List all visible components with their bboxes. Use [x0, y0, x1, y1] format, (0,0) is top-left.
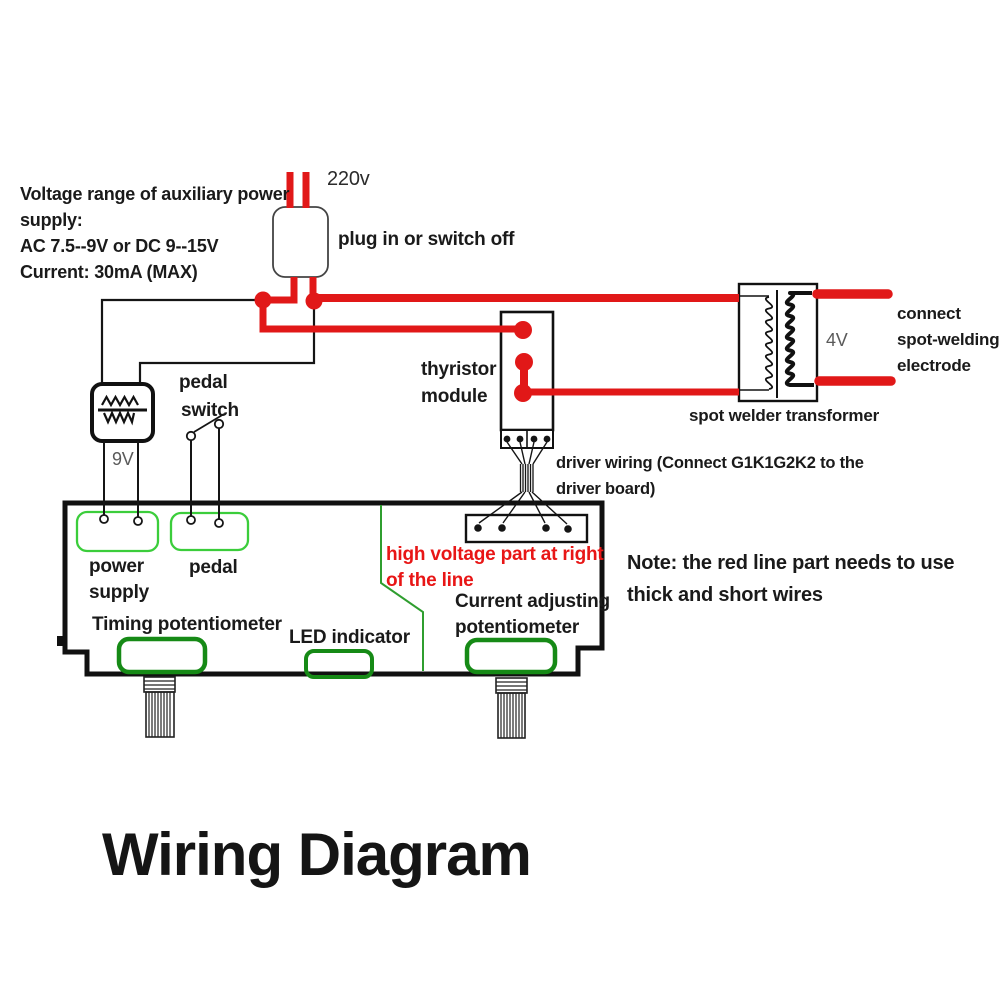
power-connector-label-line2: supply [89, 582, 150, 603]
junction-dot-left [254, 291, 272, 309]
electrode-label-line3: electrode [897, 356, 971, 375]
plug-caption: plug in or switch off [338, 229, 515, 250]
driver-wiring-bundle [478, 441, 568, 525]
thyristor-label-line2: module [421, 386, 488, 407]
aux-note-line4: Current: 30mA (MAX) [20, 262, 198, 282]
pedal-connector-label: pedal [189, 557, 238, 578]
aux-transformer-output-wires [103, 441, 139, 517]
aux-note-line1: Voltage range of auxiliary power [20, 184, 290, 204]
control-board-outline [62, 500, 605, 677]
thyristor-terminal-top [514, 321, 532, 339]
driver-wiring-label-line1: driver wiring (Connect G1K1G2K2 to the [556, 454, 864, 472]
aux-note-line2: supply: [20, 210, 83, 230]
high-voltage-warning-line1: high voltage part at right [386, 544, 604, 565]
secondary-winding [784, 291, 814, 387]
mains-plug-body [272, 206, 329, 278]
note-line2: thick and short wires [627, 584, 823, 606]
red-junction-dots [254, 291, 533, 402]
junction-dot-right [305, 292, 323, 310]
current-pot-label-line2: potentiometer [455, 617, 580, 638]
note-line1: Note: the red line part needs to use [627, 552, 955, 574]
led-indicator-footprint [304, 649, 374, 679]
black-wires [100, 298, 316, 385]
aux-wire-right [138, 308, 316, 385]
high-voltage-divider-line [380, 505, 424, 671]
page-title: Wiring Diagram [102, 821, 532, 888]
led-indicator-label: LED indicator [289, 627, 410, 648]
timing-pot-shaft [143, 676, 176, 738]
plug-top-pins [286, 172, 310, 208]
aux-note-line3: AC 7.5--9V or DC 9--15V [20, 236, 219, 256]
driver-wiring-label-line2: driver board) [556, 480, 656, 498]
welder-transformer-label: spot welder transformer [689, 406, 880, 425]
pedal-switch-symbol [185, 413, 225, 519]
power-supply-connector [75, 510, 160, 553]
plug-bottom-left-pin [263, 277, 298, 304]
current-pot-label-line1: Current adjusting [455, 591, 610, 612]
aux-transformer-voltage-label: 9V [112, 449, 134, 469]
electrode-label-line2: spot-welding [897, 330, 1000, 349]
timing-pot-label: Timing potentiometer [92, 614, 282, 635]
timing-pot-footprint [116, 636, 208, 675]
driver-board-connector [464, 513, 589, 544]
board-left-tab [57, 636, 66, 646]
secondary-voltage-label: 4V [826, 330, 848, 350]
plug-voltage-label: 220v [327, 168, 370, 190]
aux-transformer-symbol [90, 382, 155, 443]
current-pot-shaft [495, 677, 528, 739]
aux-wire-left [100, 298, 263, 385]
thyristor-terminal-mid [515, 353, 533, 371]
mains-to-thyristor-wire [259, 300, 518, 333]
thyristor-label-line1: thyristor [421, 359, 497, 380]
thyristor-terminal-bottom [514, 384, 532, 402]
electrode-label-line1: connect [897, 304, 961, 323]
welder-transformer-symbol [737, 282, 819, 403]
pedal-switch-label-line1: pedal [179, 372, 228, 393]
pedal-connector [169, 511, 250, 552]
connector-pin-holes [99, 514, 224, 528]
high-voltage-warning-line2: of the line [386, 570, 474, 591]
primary-winding [765, 296, 773, 390]
power-connector-label-line1: power [89, 556, 144, 577]
pedal-switch-label-line2: switch [181, 400, 239, 421]
thyristor-driver-pins [503, 435, 551, 443]
current-pot-footprint [464, 637, 558, 675]
